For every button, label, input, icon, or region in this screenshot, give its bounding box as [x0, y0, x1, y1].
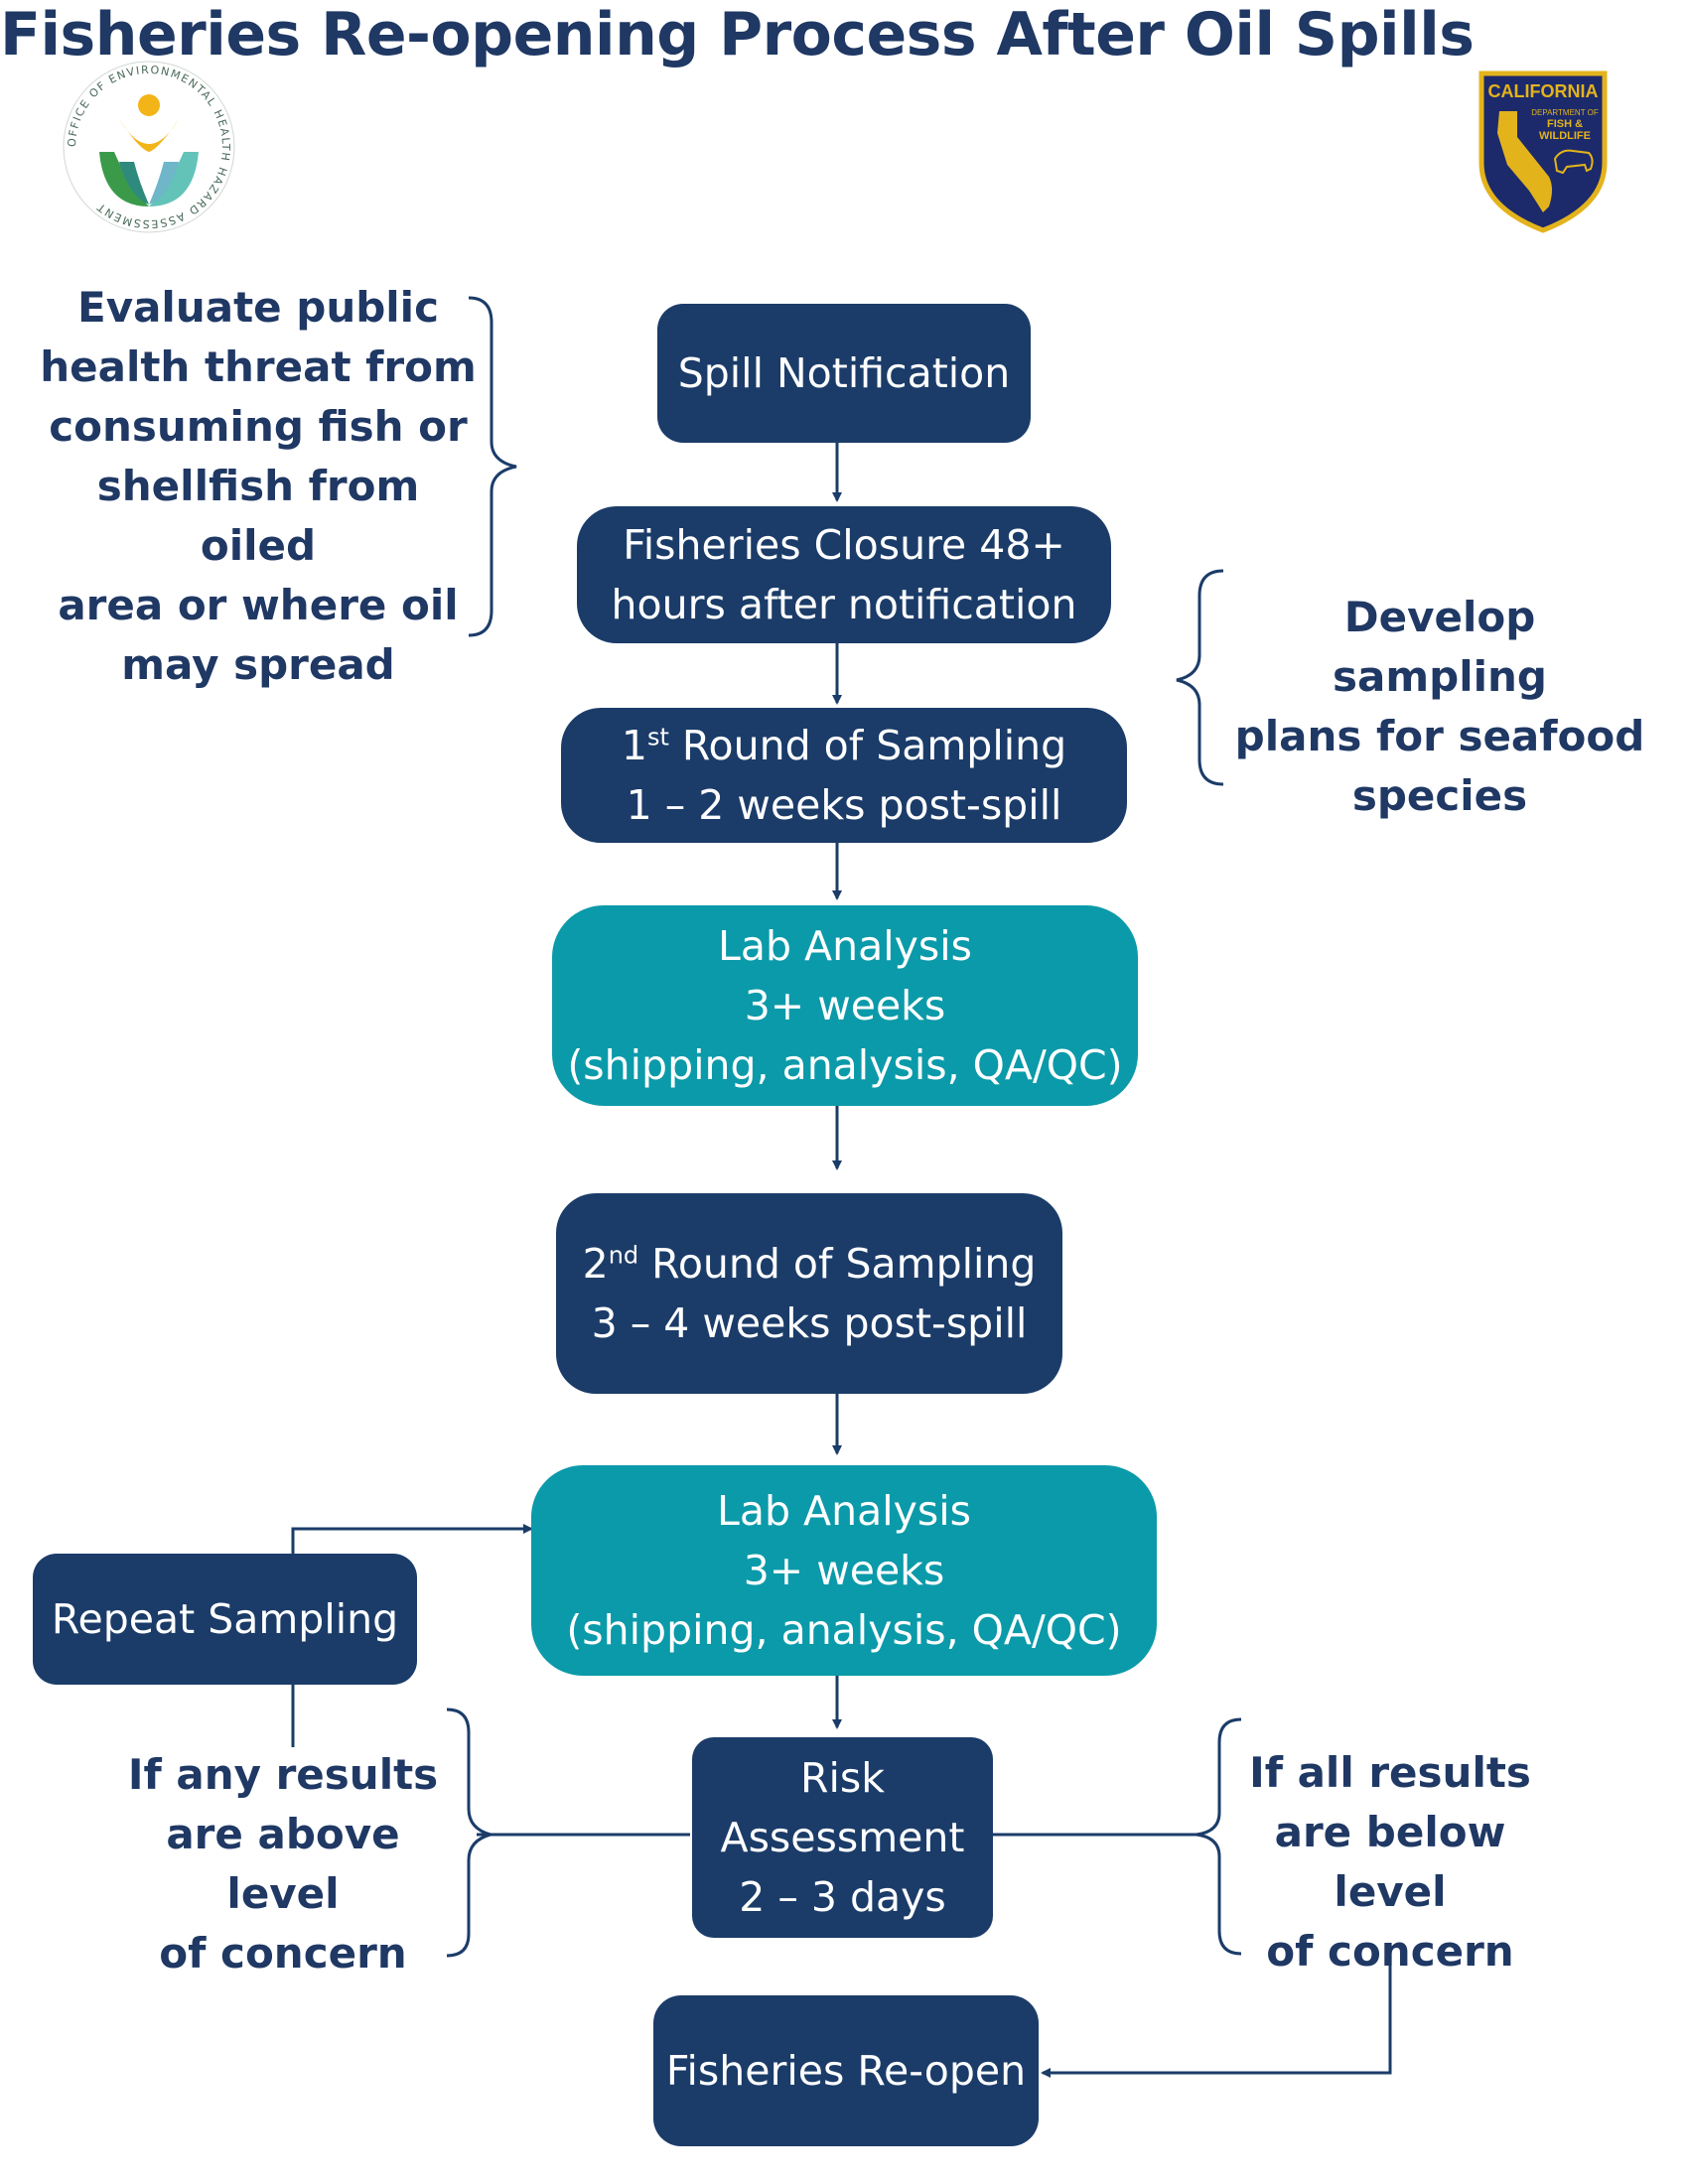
evaluate-line: shellfish from oiled — [96, 462, 420, 570]
lab2-line1: Lab Analysis — [717, 1487, 971, 1535]
results-below-note: If all results are below level of concer… — [1221, 1743, 1559, 1981]
arrow-repeat-to-lab2 — [291, 1524, 533, 1554]
arrow-below-to-reopen — [1041, 1951, 1392, 2078]
round2-number: 2 — [582, 1240, 609, 1288]
round1-title: Round of Sampling — [668, 722, 1067, 769]
below-line: are below level — [1274, 1808, 1506, 1916]
round1-number: 1 — [621, 722, 647, 769]
cdfw-badge: CALIFORNIA DEPARTMENT OF FISH & WILDLIFE — [1477, 68, 1609, 234]
lab2-line2: 3+ weeks — [743, 1547, 945, 1594]
round1-line1: 1st Round of Sampling — [622, 716, 1066, 775]
develop-sampling-note: Develop sampling plans for seafood speci… — [1231, 588, 1648, 826]
develop-line: species — [1351, 771, 1528, 820]
brace-develop — [1176, 569, 1224, 786]
spill-notification-step: Spill Notification — [657, 304, 1031, 443]
evaluate-line: may spread — [121, 640, 395, 689]
brace-evaluate — [468, 296, 517, 637]
round1-line2: 1 – 2 weeks post-spill — [626, 781, 1062, 829]
lab1-line3: (shipping, analysis, QA/QC) — [567, 1041, 1123, 1089]
fisheries-closure-step: Fisheries Closure 48+ hours after notifi… — [577, 506, 1111, 643]
risk-line2: Assessment — [720, 1814, 965, 1861]
lab1-line2: 3+ weeks — [744, 982, 946, 1029]
above-line: If any results — [127, 1750, 439, 1799]
develop-line: plans for seafood — [1234, 712, 1645, 760]
reopen-label: Fisheries Re-open — [665, 2047, 1027, 2095]
round2-line1: 2nd Round of Sampling — [583, 1234, 1037, 1294]
lab1-line1: Lab Analysis — [718, 922, 972, 970]
round2-ordinal: nd — [608, 1241, 639, 1270]
closure-line2: hours after notification — [611, 581, 1077, 628]
closure-line1: Fisheries Closure 48+ — [623, 521, 1065, 569]
risk-line1: Risk — [800, 1754, 885, 1802]
lab-analysis-1-step: Lab Analysis 3+ weeks (shipping, analysi… — [552, 905, 1138, 1106]
svg-text:WILDLIFE: WILDLIFE — [1539, 130, 1591, 142]
evaluate-line: area or where oil — [58, 581, 459, 629]
first-round-sampling-step: 1st Round of Sampling 1 – 2 weeks post-s… — [561, 708, 1127, 843]
below-line: If all results — [1249, 1748, 1531, 1797]
repeat-sampling-step: Repeat Sampling — [33, 1554, 417, 1685]
develop-line: Develop sampling — [1333, 593, 1547, 701]
results-above-note: If any results are above level of concer… — [109, 1745, 457, 1983]
svg-text:CALIFORNIA: CALIFORNIA — [1488, 81, 1599, 101]
svg-text:FISH &: FISH & — [1547, 118, 1583, 130]
above-line: are above level — [166, 1810, 400, 1918]
lab2-line3: (shipping, analysis, QA/QC) — [566, 1606, 1122, 1654]
brace-above — [446, 1707, 496, 1958]
evaluate-line: consuming fish or — [49, 402, 468, 451]
cdfw-badge-graphic: CALIFORNIA DEPARTMENT OF FISH & WILDLIFE — [1478, 70, 1608, 233]
oehha-logo: OFFICE OF ENVIRONMENTAL HEALTH HAZARD AS… — [60, 58, 238, 236]
round1-ordinal: st — [646, 723, 669, 751]
evaluate-line: Evaluate public — [77, 283, 439, 332]
oehha-logo-graphic: OFFICE OF ENVIRONMENTAL HEALTH HAZARD AS… — [63, 61, 235, 233]
fisheries-reopen-step: Fisheries Re-open — [653, 1995, 1039, 2146]
risk-assessment-step: Risk Assessment 2 – 3 days — [692, 1737, 993, 1938]
repeat-sampling-label: Repeat Sampling — [51, 1595, 399, 1643]
spill-notification-label: Spill Notification — [677, 349, 1011, 397]
below-line: of concern — [1266, 1927, 1514, 1976]
round2-line2: 3 – 4 weeks post-spill — [591, 1299, 1028, 1347]
evaluate-line: health threat from — [40, 342, 477, 391]
second-round-sampling-step: 2nd Round of Sampling 3 – 4 weeks post-s… — [556, 1193, 1062, 1394]
lab-analysis-2-step: Lab Analysis 3+ weeks (shipping, analysi… — [531, 1465, 1157, 1676]
svg-text:DEPARTMENT OF: DEPARTMENT OF — [1531, 108, 1599, 117]
brace-below — [1196, 1717, 1242, 1956]
round2-title: Round of Sampling — [638, 1240, 1037, 1288]
above-line: of concern — [159, 1929, 407, 1978]
evaluate-threat-note: Evaluate public health threat from consu… — [40, 278, 477, 695]
risk-line3: 2 – 3 days — [739, 1873, 946, 1921]
